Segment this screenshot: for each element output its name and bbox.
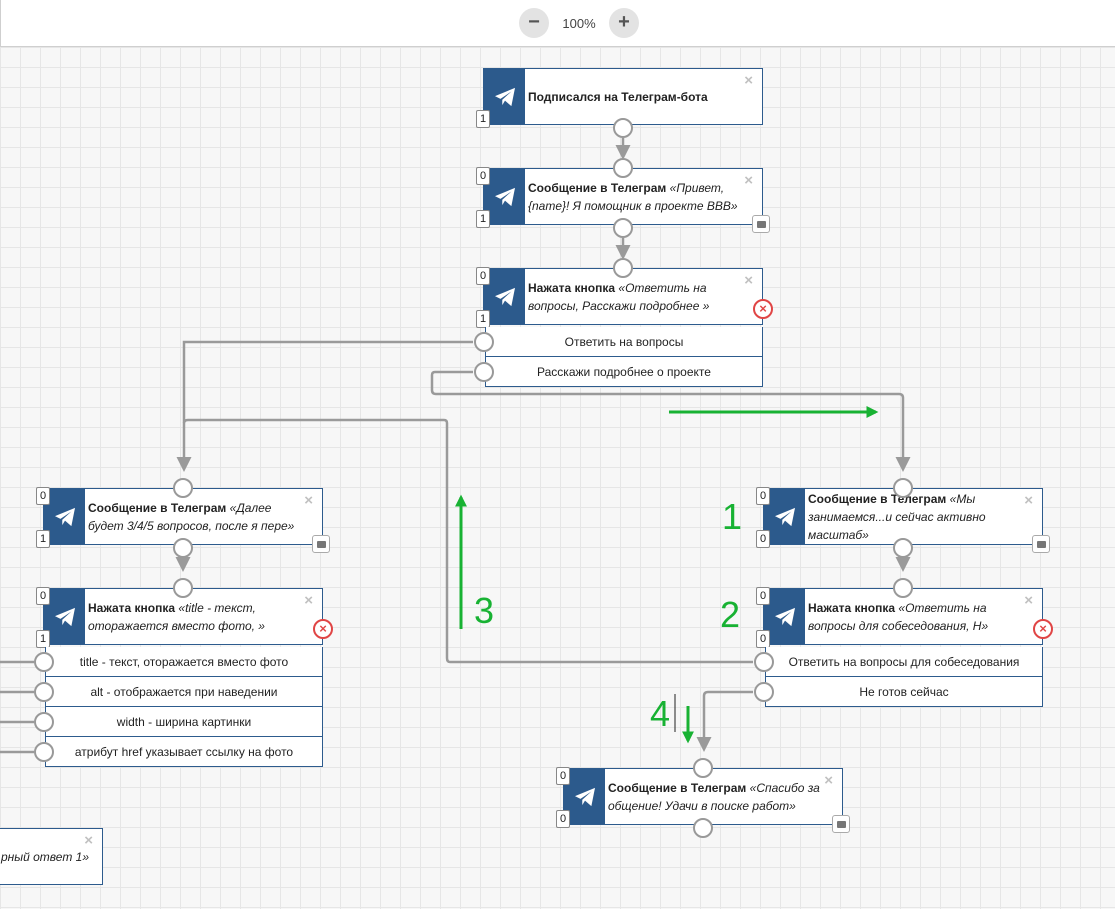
badge-out: 1	[476, 110, 490, 128]
badge-out: 0	[756, 530, 770, 548]
annotation-4: 4	[650, 696, 670, 732]
output-port[interactable]	[693, 818, 713, 838]
node-text: Нажата кнопка «title - текст, отоража­ет…	[88, 599, 300, 635]
output-port[interactable]	[173, 538, 193, 558]
badge-in: 0	[36, 587, 50, 605]
button-option-not-ready[interactable]: Не готов сейчас	[765, 677, 1043, 707]
telegram-plane-icon	[764, 589, 805, 644]
telegram-plane-icon	[484, 69, 525, 124]
node-text: Подписался на Телеграм-бота	[528, 88, 740, 106]
input-port[interactable]	[173, 478, 193, 498]
badge-in: 0	[476, 267, 490, 285]
close-icon[interactable]: ×	[744, 174, 753, 188]
option-port[interactable]	[754, 682, 774, 702]
node-text: Сообщение в Телеграм «Далее будет 3/4/5 …	[88, 499, 300, 535]
option-port[interactable]	[34, 712, 54, 732]
link-notready-thanks	[704, 692, 753, 749]
comment-icon[interactable]	[752, 215, 770, 233]
telegram-plane-icon	[484, 269, 525, 324]
node-subscribed-bot[interactable]: Подписался на Телеграм-бота ×	[483, 68, 763, 125]
button-option-alt[interactable]: alt - отображается при наведении	[45, 677, 323, 707]
telegram-plane-icon	[44, 489, 85, 544]
output-port[interactable]	[893, 538, 913, 558]
node-text: рный ответ 1»	[1, 848, 94, 866]
zoom-toolbar: − 100% +	[0, 0, 1115, 47]
telegram-plane-icon	[564, 769, 605, 824]
input-port[interactable]	[893, 478, 913, 498]
badge-out: 1	[476, 210, 490, 228]
option-port[interactable]	[34, 652, 54, 672]
option-port[interactable]	[474, 332, 494, 352]
option-port[interactable]	[474, 362, 494, 382]
button-option-title[interactable]: title - текст, отоража­ется вместо фото	[45, 647, 323, 677]
error-circle-icon[interactable]: ×	[753, 299, 773, 319]
node-text: Нажата кнопка «Ответить на вопросы для с…	[808, 599, 1020, 635]
annotation-1: 1	[722, 499, 742, 535]
badge-in: 0	[476, 167, 490, 185]
telegram-plane-icon	[44, 589, 85, 644]
option-port[interactable]	[754, 652, 774, 672]
node-text: Сообщение в Телеграм «Мы занимаемся...и …	[808, 490, 1020, 544]
input-port[interactable]	[613, 258, 633, 278]
badge-in: 0	[36, 487, 50, 505]
button-option-width[interactable]: width - ширина картинки	[45, 707, 323, 737]
output-port[interactable]	[613, 118, 633, 138]
toolbar-edge	[0, 0, 1, 47]
input-port[interactable]	[893, 578, 913, 598]
badge-in: 0	[756, 587, 770, 605]
badge-in: 0	[556, 767, 570, 785]
button-option-more[interactable]: Расскажи подробнее о проекте	[485, 357, 763, 387]
badge-out: 1	[36, 630, 50, 648]
close-icon[interactable]: ×	[1024, 494, 1033, 508]
zoom-out-button[interactable]: −	[519, 8, 549, 38]
comment-icon[interactable]	[312, 535, 330, 553]
close-icon[interactable]: ×	[304, 494, 313, 508]
close-icon[interactable]: ×	[744, 74, 753, 88]
close-icon[interactable]: ×	[824, 774, 833, 788]
output-port[interactable]	[613, 218, 633, 238]
comment-icon[interactable]	[1032, 535, 1050, 553]
close-icon[interactable]: ×	[744, 274, 753, 288]
zoom-level: 100%	[555, 16, 603, 31]
option-port[interactable]	[34, 682, 54, 702]
link-answer-further	[184, 342, 473, 469]
close-icon[interactable]: ×	[1024, 594, 1033, 608]
node-text: Нажата кнопка «Ответить на вопросы, Расс…	[528, 279, 740, 315]
telegram-plane-icon	[764, 489, 805, 544]
badge-out: 1	[36, 530, 50, 548]
input-port[interactable]	[613, 158, 633, 178]
badge-in: 0	[756, 487, 770, 505]
node-partial[interactable]: рный ответ 1» ×	[0, 828, 103, 885]
node-text: Сообщение в Телеграм «Спасибо за общение…	[608, 779, 820, 815]
comment-icon[interactable]	[832, 815, 850, 833]
badge-out: 0	[556, 810, 570, 828]
annotation-2: 2	[720, 597, 740, 633]
node-text: Сообщение в Телеграм «Привет, {name}! Я …	[528, 179, 740, 215]
input-port[interactable]	[173, 578, 193, 598]
zoom-in-button[interactable]: +	[609, 8, 639, 38]
annotation-3: 3	[474, 593, 494, 629]
button-option-answer[interactable]: Ответить на вопросы	[485, 327, 763, 357]
badge-out: 1	[476, 310, 490, 328]
badge-out: 0	[756, 630, 770, 648]
telegram-plane-icon	[484, 169, 525, 224]
button-option-href[interactable]: атрибут href указывает ссылку на фото	[45, 737, 323, 767]
close-icon[interactable]: ×	[84, 834, 93, 848]
option-port[interactable]	[34, 742, 54, 762]
close-icon[interactable]: ×	[304, 594, 313, 608]
error-circle-icon[interactable]: ×	[313, 619, 333, 639]
error-circle-icon[interactable]: ×	[1033, 619, 1053, 639]
input-port[interactable]	[693, 758, 713, 778]
button-option-interview[interactable]: Ответить на вопросы для собеседования	[765, 647, 1043, 677]
workflow-canvas[interactable]: Подписался на Телеграм-бота × 1 Сообщени…	[0, 47, 1115, 909]
